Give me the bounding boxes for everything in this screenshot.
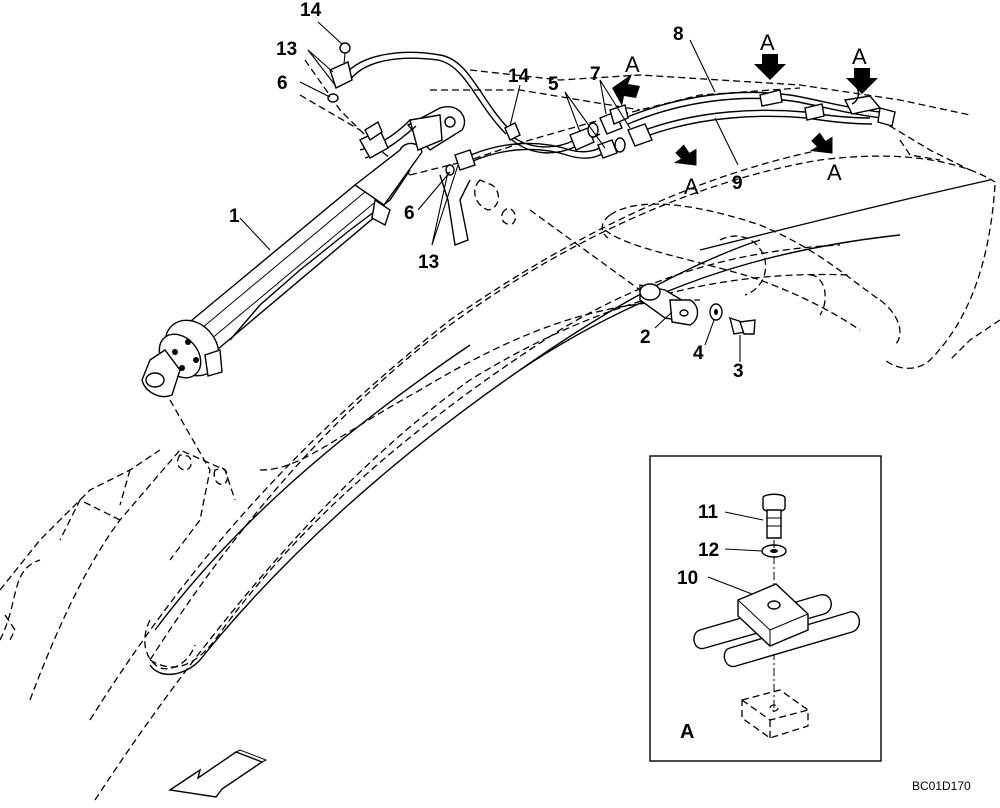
view-marker-a: A xyxy=(625,52,640,77)
callout-13-center: 13 xyxy=(418,252,439,273)
boom-pin-assembly xyxy=(529,209,756,335)
callout-14-top: 14 xyxy=(300,0,322,21)
callout-14-center: 14 xyxy=(508,66,530,87)
callout-5: 5 xyxy=(548,74,559,95)
callout-10: 10 xyxy=(677,568,698,589)
view-marker-a: A xyxy=(684,174,699,199)
view-marker-a: A xyxy=(852,44,867,69)
view-arrow-1 xyxy=(612,74,640,106)
view-arrow-5 xyxy=(809,132,833,154)
view-arrow-3 xyxy=(846,68,878,94)
callout-8: 8 xyxy=(673,24,684,45)
view-markers: A A A A A xyxy=(625,30,867,199)
view-arrow-4 xyxy=(673,144,697,166)
boom-cylinder xyxy=(141,106,466,398)
view-marker-a: A xyxy=(827,160,842,185)
view-arrow-2 xyxy=(754,54,786,80)
callout-1: 1 xyxy=(229,206,240,227)
callout-11: 11 xyxy=(698,502,719,523)
callout-2: 2 xyxy=(640,327,651,348)
drawing-code: BC01D170 xyxy=(912,779,971,793)
callout-13-top: 13 xyxy=(276,39,297,60)
callout-12: 12 xyxy=(698,540,719,561)
boom-body xyxy=(149,179,991,676)
callout-4: 4 xyxy=(693,343,704,364)
callout-numbers: 1 2 3 4 5 6 6 7 8 9 13 13 14 14 xyxy=(229,0,744,382)
callout-9: 9 xyxy=(732,173,743,194)
clamps xyxy=(327,42,521,246)
leader-lines xyxy=(239,21,741,362)
view-marker-a: A xyxy=(760,30,775,55)
detail-view-a: 11 12 10 A xyxy=(649,455,882,762)
connector-pipe xyxy=(601,203,901,346)
boom-outline xyxy=(0,59,1000,801)
callout-7: 7 xyxy=(590,64,601,85)
detail-label: A xyxy=(680,721,694,743)
callout-6-center: 6 xyxy=(404,203,415,224)
callout-6-left: 6 xyxy=(277,73,288,94)
callout-3: 3 xyxy=(733,361,744,382)
fittings xyxy=(569,104,653,159)
front-direction-arrow xyxy=(168,749,268,798)
